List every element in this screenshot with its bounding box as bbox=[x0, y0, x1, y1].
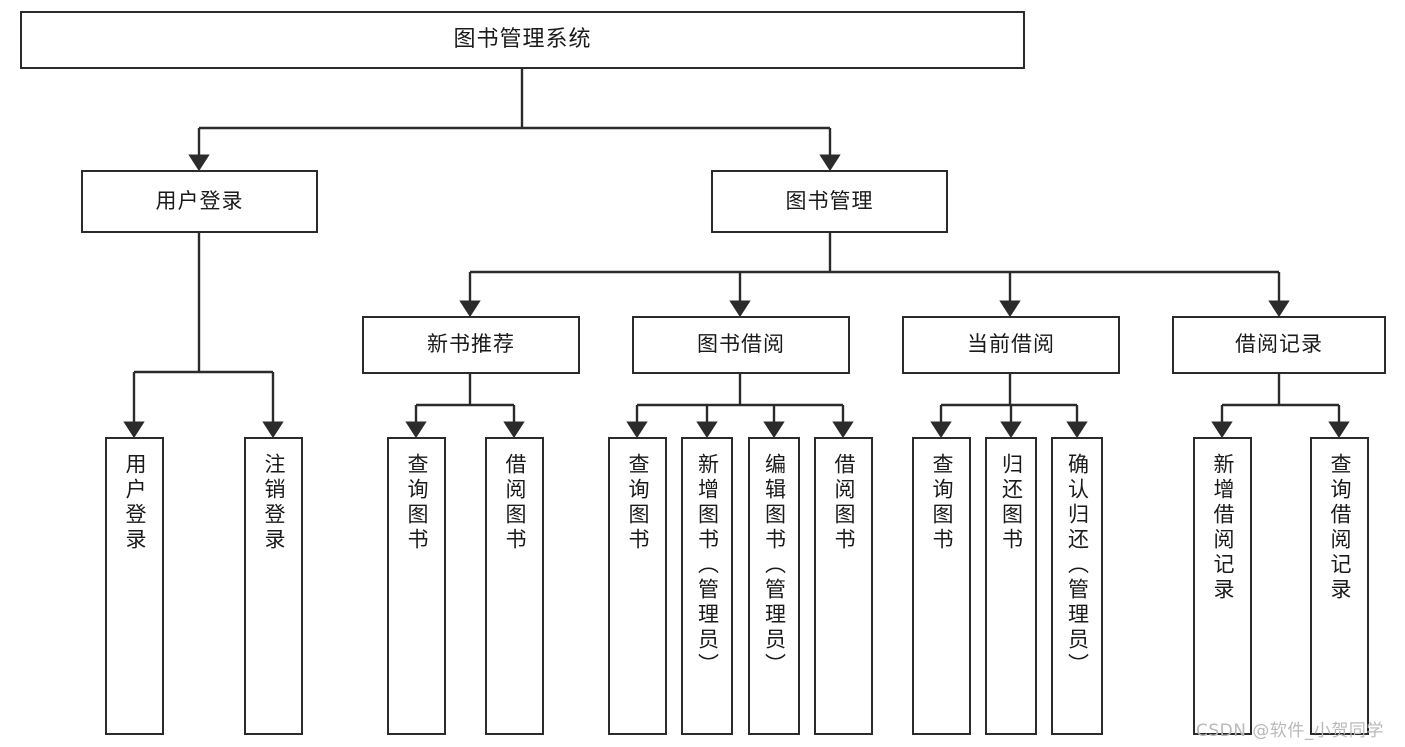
node-book-borrow-label: 图书借阅 bbox=[697, 332, 785, 357]
node-new-book-recommend-label: 新书推荐 bbox=[427, 332, 515, 357]
node-root-system[interactable]: 图书管理系统 bbox=[20, 11, 1025, 69]
node-leaf-user-login-label: 用户登录 bbox=[123, 453, 147, 553]
node-leaf-edit-book[interactable]: 编辑图书（管理员） bbox=[748, 437, 800, 735]
node-leaf-borrow-book-1-label: 借阅图书 bbox=[503, 453, 527, 553]
node-book-manage-label: 图书管理 bbox=[785, 188, 874, 213]
node-leaf-query-book-2[interactable]: 查询图书 bbox=[608, 437, 667, 735]
node-leaf-query-borrow-record[interactable]: 查询借阅记录 bbox=[1310, 437, 1369, 735]
node-leaf-query-book-3-label: 查询图书 bbox=[930, 453, 954, 553]
node-leaf-add-borrow-record[interactable]: 新增借阅记录 bbox=[1193, 437, 1252, 735]
node-borrow-record[interactable]: 借阅记录 bbox=[1172, 316, 1386, 374]
node-leaf-query-book-3[interactable]: 查询图书 bbox=[912, 437, 971, 735]
node-leaf-query-book-2-label: 查询图书 bbox=[626, 453, 650, 553]
node-leaf-user-logout[interactable]: 注销登录 bbox=[244, 437, 303, 735]
node-leaf-borrow-book-2-label: 借阅图书 bbox=[832, 453, 856, 553]
node-leaf-query-borrow-record-label: 查询借阅记录 bbox=[1328, 453, 1352, 603]
node-leaf-confirm-return[interactable]: 确认归还（管理员） bbox=[1051, 437, 1103, 735]
node-user-login-label: 用户登录 bbox=[155, 188, 244, 213]
node-leaf-add-book[interactable]: 新增图书（管理员） bbox=[681, 437, 733, 735]
node-current-borrow[interactable]: 当前借阅 bbox=[902, 316, 1120, 374]
node-current-borrow-label: 当前借阅 bbox=[967, 332, 1055, 357]
node-leaf-borrow-book-2[interactable]: 借阅图书 bbox=[814, 437, 873, 735]
node-root-label: 图书管理系统 bbox=[453, 26, 592, 52]
node-leaf-add-book-label: 新增图书（管理员） bbox=[695, 453, 720, 678]
node-leaf-return-book[interactable]: 归还图书 bbox=[985, 437, 1037, 735]
node-leaf-return-book-label: 归还图书 bbox=[999, 453, 1024, 553]
node-book-borrow[interactable]: 图书借阅 bbox=[632, 316, 850, 374]
csdn-watermark: CSDN @软件_小贺同学 bbox=[1196, 721, 1384, 741]
node-leaf-user-logout-label: 注销登录 bbox=[262, 453, 286, 553]
node-leaf-query-book-1[interactable]: 查询图书 bbox=[387, 437, 446, 735]
node-leaf-user-login[interactable]: 用户登录 bbox=[105, 437, 164, 735]
node-new-book-recommend[interactable]: 新书推荐 bbox=[362, 316, 580, 374]
node-leaf-query-book-1-label: 查询图书 bbox=[405, 453, 429, 553]
node-leaf-borrow-book-1[interactable]: 借阅图书 bbox=[485, 437, 544, 735]
node-borrow-record-label: 借阅记录 bbox=[1235, 332, 1323, 357]
node-user-login[interactable]: 用户登录 bbox=[81, 170, 318, 233]
node-leaf-confirm-return-label: 确认归还（管理员） bbox=[1065, 453, 1090, 678]
node-leaf-edit-book-label: 编辑图书（管理员） bbox=[762, 453, 787, 678]
node-leaf-add-borrow-record-label: 新增借阅记录 bbox=[1211, 453, 1235, 603]
node-book-manage[interactable]: 图书管理 bbox=[711, 170, 948, 233]
